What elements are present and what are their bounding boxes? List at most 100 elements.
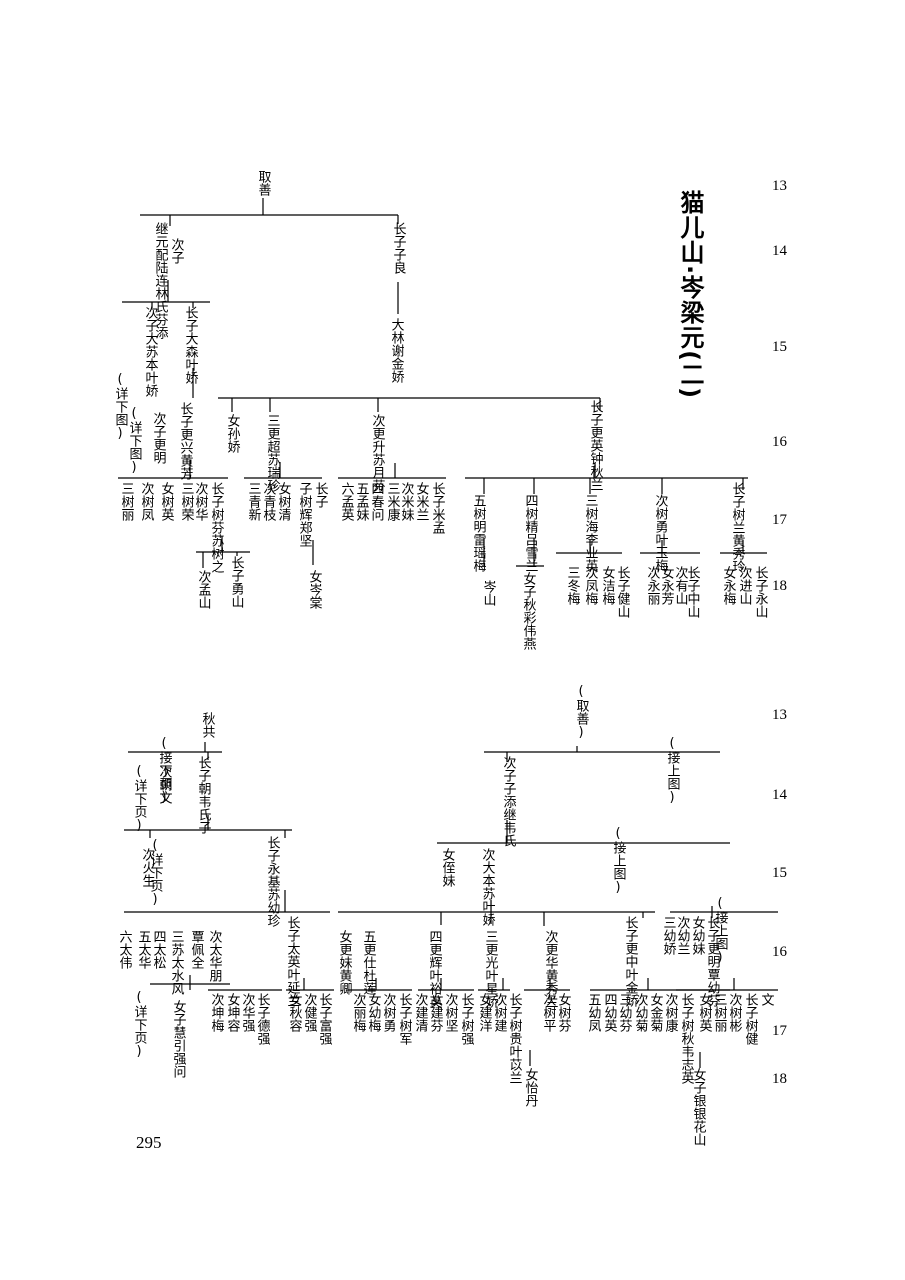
top-node-25: 长子 [313,482,329,508]
bottom-node-59: 女金菊 [648,992,664,1032]
bottom-node-22: 女更妹黄卿 [337,929,353,996]
nodes-bottom: (取善)(接上图)秋共(接下页)(详下页)次朝文长子朝韦氏子次子子添继韦氏(接上… [117,684,775,1146]
bottom-node-0: (取善) [574,684,590,740]
bottom-node-47: 次树坚 [443,992,459,1032]
top-node-46: 长子健山 [615,566,631,618]
bottom-node-41: 次丽梅 [351,992,367,1032]
top-node-48: 女永芳 [659,565,675,605]
bottom-node-7: 次子子添继韦氏 [501,755,517,847]
generation-number: 17 [772,1023,787,1039]
generation-number: 18 [772,578,787,594]
top-node-43: 三冬梅 [565,566,581,605]
bottom-node-65: 长子树健 [743,993,759,1046]
bottom-node-8: (接上图) [611,826,627,895]
bottom-node-40: 长子富强 [317,993,333,1046]
top-node-9: 长子更兴黄芳 [178,402,194,480]
top-node-40: 女岑棠 [307,569,323,609]
bottom-node-24: 四更辉叶裕英 [427,930,443,1008]
top-node-0: 取善 [256,170,272,197]
bottom-node-45: 次建清 [413,992,429,1032]
bottom-node-60: 次树康 [663,992,679,1032]
bottom-node-9: (详下页) [148,838,164,907]
bottom-node-49: 女建洋 [477,992,493,1032]
generation-number: 16 [772,434,787,450]
top-node-39: 次孟山 [196,569,212,609]
bottom-node-34: 次坤梅 [209,992,225,1032]
bottom-node-61: 长子树秋韦志英 [679,993,695,1084]
top-node-23: 女树清 [276,481,292,521]
top-node-11: 女孙娇 [225,413,241,453]
bottom-node-44: 长子树军 [397,993,413,1045]
bottom-node-48: 长子树强 [459,993,475,1046]
top-node-27: 五孟妹 [354,482,370,521]
top-node-45: 女洁梅 [600,565,616,605]
bottom-node-57: 三幼芬 [617,993,633,1033]
top-node-49: 次有山 [673,565,689,605]
bottom-node-18: 三苏太水风 [169,930,185,996]
top-node-52: 次进山 [737,565,753,605]
generation-number: 16 [772,944,787,960]
bottom-node-2: 秋共 [200,712,216,738]
bottom-node-6: 长子朝韦氏子 [196,756,212,834]
bottom-node-15: 六太伟 [117,930,133,969]
bottom-node-64: 次树彬 [727,992,743,1032]
bottom-node-67: 女子银银花山 [691,1067,707,1146]
top-node-19: 次树华 [193,481,209,521]
top-node-14: 长子更英钟秋兰 [588,400,604,491]
top-node-24: 子树辉郑坚 [297,482,313,547]
top-node-6: (详下图) [113,372,129,441]
bottom-node-5: 次朝文 [157,764,173,804]
top-node-53: 长子永山 [753,566,769,618]
top-node-28: 四春问 [369,482,385,522]
bottom-node-36: 次华强 [240,992,256,1033]
bottom-node-10: 次火生 [140,847,156,887]
top-node-17: 女树英 [159,481,175,521]
top-node-3: 长子子良 [391,222,407,274]
bottom-node-39: 次健强 [302,992,318,1033]
top-node-34: 四树精吕雪兰 [523,494,539,572]
bottom-node-54: 女怡丹 [523,1067,539,1107]
bottom-node-35: 女坤容 [225,992,241,1033]
bottom-node-37: 长子德强 [255,993,271,1046]
top-node-22: 次青枝 [261,481,277,521]
top-node-41: 岑山 [481,580,497,606]
top-node-51: 女永梅 [721,565,737,605]
bottom-node-30: 女幼妹 [690,915,706,955]
top-node-12: 三更超苏瑞珍 [265,414,281,492]
top-node-4: 次子大苏本叶娇 [143,305,159,397]
top-node-44: 次凤梅 [583,565,599,605]
bottom-node-26: 次更华黄秀兰 [543,929,559,1008]
generation-number: 17 [772,512,787,528]
page-title: 猫儿山·岑梁元(二) [676,190,704,400]
top-node-37: 长子树兰黄秀玲 [730,482,746,573]
bottom-node-29: 次幼兰 [675,915,691,955]
top-node-16: 次树凤 [139,481,155,522]
page-number: 295 [136,1133,162,1152]
generation-number: 15 [772,865,787,881]
bottom-node-63: 三树丽 [712,993,728,1032]
bottom-node-32: (详下页) [132,990,148,1059]
bottom-node-21: 长子太英叶延兰 [285,916,301,1007]
bottom-node-14: (接上图) [713,896,729,965]
tree-connectors [118,198,778,1068]
bottom-node-51: 长子树贵叶苡兰 [507,993,523,1084]
top-node-47: 次永丽 [645,565,661,605]
generation-number: 13 [772,178,787,194]
bottom-node-62: 女树英 [697,992,713,1032]
bottom-node-56: 四幼英 [602,993,618,1032]
top-node-50: 长子中山 [685,566,701,618]
bottom-node-17: 四太松 [151,930,167,969]
top-node-10: 次子更明 [151,411,167,465]
top-node-30: 次米妹 [399,481,415,521]
bottom-node-27: 长子更中叶金娇 [623,916,639,1007]
top-node-18: 三树荣 [179,482,195,521]
top-node-26: 六孟英 [339,482,355,521]
bottom-node-19: 覃佩全 [189,930,205,969]
bottom-node-23: 五更仕杜莲 [361,930,377,995]
bottom-node-50: 次树建 [492,992,508,1033]
top-node-1: 继元配陆连林氏芬添 [153,222,169,339]
bottom-node-20: 次太华朋 [207,929,223,983]
top-node-7: 大林谢金娇 [389,318,405,383]
top-node-8: (详下图) [127,406,143,475]
